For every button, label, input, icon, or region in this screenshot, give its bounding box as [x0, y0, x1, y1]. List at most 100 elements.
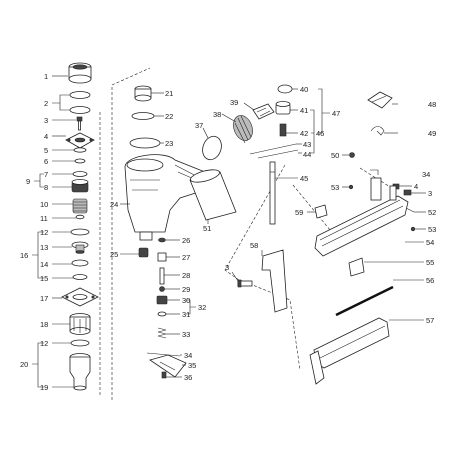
part-8-valve	[71, 179, 89, 193]
label-part-34-trigger-pin: 34	[184, 351, 192, 360]
trigger-valve-stack	[156, 237, 168, 339]
part-54-magazine	[314, 177, 409, 257]
part-55-clip	[348, 257, 365, 277]
label-part-3: 3	[44, 116, 48, 125]
label-part-49: 49	[428, 129, 436, 138]
part-48-lever	[367, 91, 393, 109]
part-21-cap	[134, 85, 152, 102]
part-15-washer	[72, 274, 88, 280]
part-4-cap-plate	[65, 132, 95, 149]
part-10-spring	[72, 198, 88, 214]
part-58-nose-plate	[261, 249, 288, 313]
label-part-4: 4	[44, 132, 48, 141]
label-part-33: 33	[182, 330, 190, 339]
part-6-washer	[74, 158, 86, 164]
part-3-screw-left	[237, 279, 253, 288]
label-part-50: 50	[331, 151, 339, 160]
label-part-2: 2	[44, 99, 48, 108]
part-45-driver-blade	[269, 161, 276, 225]
part-36-screw	[161, 371, 167, 379]
part-5-ring	[73, 147, 87, 153]
right-side-parts	[202, 84, 416, 385]
label-part-24: 24	[110, 200, 118, 209]
label-part-29: 29	[182, 285, 190, 294]
center-body-parts	[124, 85, 237, 379]
part-43-pin	[249, 143, 297, 155]
part-12-o-ring-upper	[70, 228, 90, 236]
part-44-plate	[257, 149, 299, 159]
label-part-3-lower: 3	[225, 263, 229, 272]
label-part-38: 38	[213, 110, 221, 119]
label-part-32: 32	[198, 303, 206, 312]
part-25-valve	[138, 247, 149, 258]
part-13-piston	[71, 241, 89, 254]
label-part-53-upper: 53	[331, 183, 339, 192]
label-part-17: 17	[40, 294, 48, 303]
part-35-trigger	[149, 354, 187, 378]
part-17-flange	[61, 287, 99, 307]
label-part-21: 21	[165, 89, 173, 98]
label-part-52: 52	[428, 208, 436, 217]
label-part-13: 13	[40, 243, 48, 252]
label-part-8: 8	[44, 183, 48, 192]
label-part-44: 44	[303, 150, 311, 159]
label-part-7: 7	[44, 170, 48, 179]
part-51-grip-sleeve	[189, 169, 237, 221]
label-part-15: 15	[40, 274, 48, 283]
label-part-34-right: 34	[422, 170, 430, 179]
part-24-main-body	[124, 154, 213, 241]
part-59-plate	[314, 204, 328, 219]
label-part-11: 11	[40, 214, 48, 223]
part-1-cap	[68, 62, 92, 84]
part-22-ring	[131, 112, 155, 120]
part-50-screw	[349, 152, 355, 158]
label-part-25: 25	[110, 250, 118, 259]
label-part-19: 19	[40, 383, 48, 392]
label-part-48: 48	[428, 100, 436, 109]
label-part-27: 27	[182, 253, 190, 262]
part-18-cylinder	[69, 313, 91, 335]
part-40-cap	[277, 84, 293, 94]
part-2-o-rings	[69, 91, 91, 114]
label-part-47: 47	[332, 109, 340, 118]
part-39-fitting	[252, 103, 275, 120]
label-part-14: 14	[40, 260, 48, 269]
part-number-labels: 1 2 3 4 5 6 7 8 9 10 11 12 13 14 15 16 1…	[20, 72, 436, 392]
part-7-ring	[72, 171, 88, 177]
label-part-54: 54	[426, 238, 434, 247]
part-53-screw-b	[410, 226, 416, 232]
label-part-3-right: 3	[428, 189, 432, 198]
part-14-ring	[71, 259, 89, 267]
label-part-45: 45	[300, 174, 308, 183]
label-part-57: 57	[426, 316, 434, 325]
label-part-35: 35	[188, 361, 196, 370]
label-part-1: 1	[44, 72, 48, 81]
label-part-40: 40	[300, 85, 308, 94]
label-part-59: 59	[295, 208, 303, 217]
part-56-staple-strip	[335, 285, 394, 317]
label-part-12-lower: 12	[40, 339, 48, 348]
label-part-55: 55	[426, 258, 434, 267]
left-column-parts	[61, 62, 99, 391]
part-3-bolt	[76, 116, 83, 131]
label-part-46: 46	[316, 129, 324, 138]
leader-lines	[32, 75, 426, 388]
label-part-51: 51	[203, 224, 211, 233]
label-part-37: 37	[195, 121, 203, 130]
label-part-9: 9	[26, 177, 30, 186]
part-23-gasket	[129, 137, 161, 149]
part-38-gear-housing	[233, 115, 253, 144]
part-12-o-ring-lower	[70, 339, 90, 347]
part-41-piston-top	[275, 101, 291, 115]
label-part-58: 58	[250, 241, 258, 250]
label-part-16: 16	[20, 251, 28, 260]
label-part-30: 30	[182, 296, 190, 305]
part-49-spring-clip	[370, 126, 385, 136]
part-34-pin	[146, 352, 181, 357]
label-part-22: 22	[165, 112, 173, 121]
part-53-screw-a	[348, 184, 354, 190]
label-part-23: 23	[165, 139, 173, 148]
label-part-5: 5	[44, 146, 48, 155]
label-part-56: 56	[426, 276, 434, 285]
